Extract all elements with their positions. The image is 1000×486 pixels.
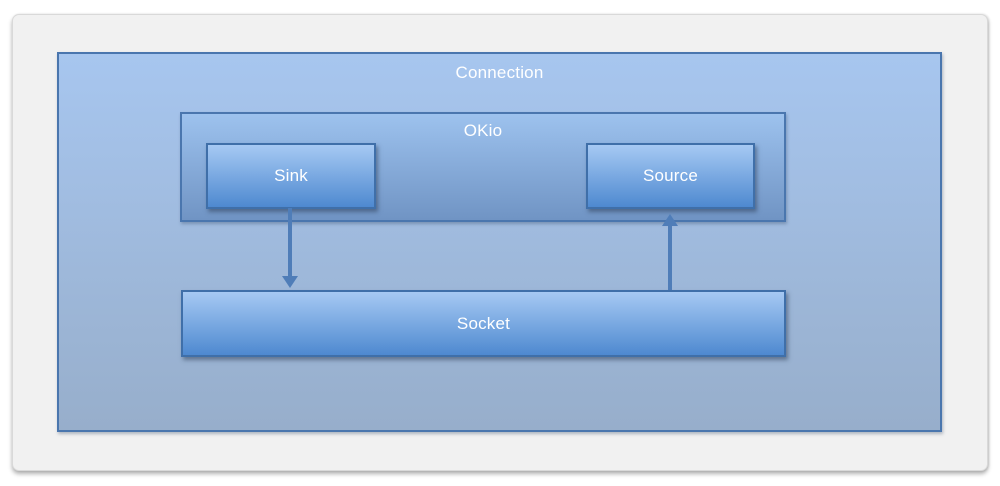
- okio-label: OKio: [463, 121, 503, 140]
- sink-label: Sink: [274, 166, 308, 185]
- sink-node: Sink: [206, 143, 376, 209]
- source-label: Source: [642, 166, 699, 185]
- connection-box: Connection: [57, 52, 942, 432]
- edge-sink-to-socket-line: [288, 208, 292, 278]
- arrowhead-up-icon: [662, 214, 678, 226]
- connection-label: Connection: [455, 63, 544, 82]
- arrowhead-down-icon: [282, 276, 298, 288]
- source-node: Source: [586, 143, 755, 209]
- socket-label: Socket: [456, 313, 511, 333]
- edge-socket-to-source-line: [668, 224, 672, 290]
- socket-node: Socket: [181, 290, 786, 357]
